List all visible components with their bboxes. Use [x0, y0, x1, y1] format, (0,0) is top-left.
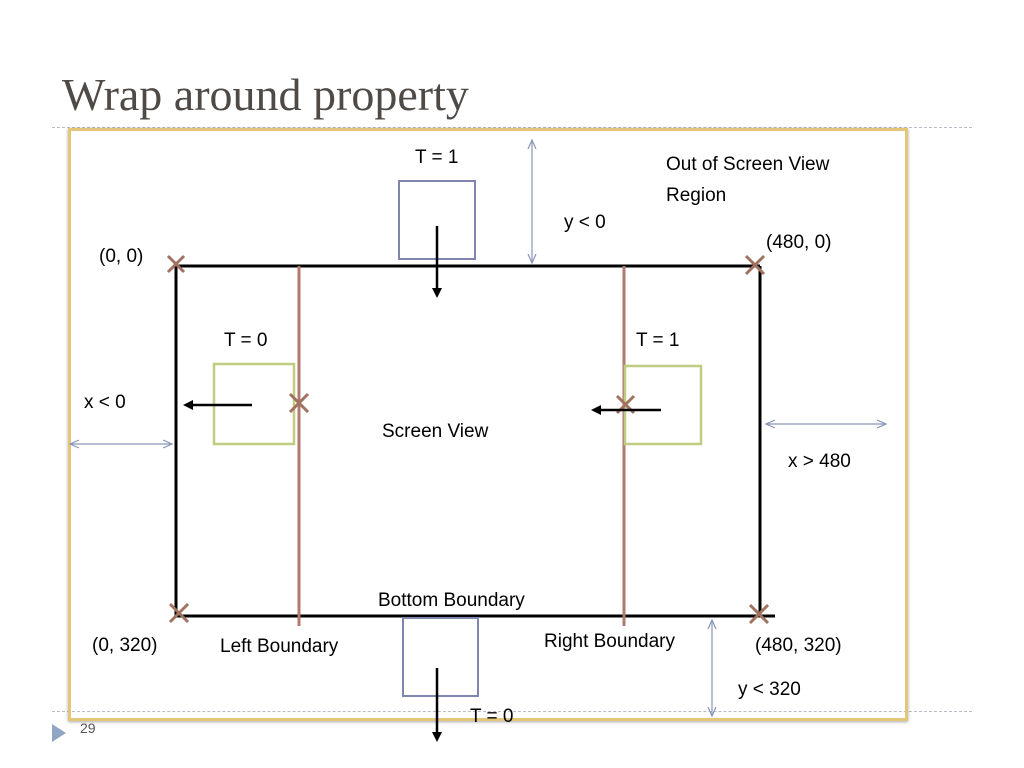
corner-label-top-left: (0, 0) — [99, 246, 144, 267]
corner-marker-top-right — [744, 254, 766, 276]
top-time-label: T = 1 — [415, 147, 459, 168]
left-time-label: T = 0 — [224, 330, 268, 351]
x-left-condition-label: x < 0 — [84, 392, 126, 413]
bottom-sprite-box — [402, 617, 479, 697]
out-of-view-region-frame — [68, 128, 908, 721]
bottom-dashed-guide — [52, 711, 972, 712]
left-boundary-label: Left Boundary — [220, 636, 339, 657]
right-time-label: T = 1 — [636, 330, 680, 351]
corner-marker-bottom-right — [748, 603, 770, 625]
y-top-condition-label: y < 0 — [564, 212, 606, 233]
out-of-view-label-line1: Out of Screen View — [666, 154, 830, 175]
slide-title: Wrap around property — [62, 69, 469, 120]
out-of-view-label-line2: Region — [666, 185, 727, 206]
right-sprite-box — [623, 364, 703, 446]
slide-nav-triangle-icon — [52, 724, 66, 742]
corner-label-bottom-right: (480, 320) — [755, 635, 842, 656]
x-right-condition-label: x > 480 — [788, 451, 851, 472]
bottom-time-label: T = 0 — [470, 706, 514, 727]
y-bottom-condition-label: y < 320 — [738, 679, 801, 700]
top-dashed-guide — [52, 127, 972, 128]
corner-marker-top-left — [166, 254, 186, 274]
bottom-boundary-label: Bottom Boundary — [378, 590, 525, 611]
screen-view-rectangle — [174, 264, 775, 618]
screen-view-label: Screen View — [382, 421, 489, 442]
right-boundary-label: Right Boundary — [544, 631, 675, 652]
left-boundary-marker — [288, 392, 310, 414]
slide-number: 29 — [80, 720, 96, 736]
corner-marker-bottom-left — [168, 602, 190, 624]
corner-label-bottom-left: (0, 320) — [92, 635, 158, 656]
corner-label-top-right: (480, 0) — [766, 232, 832, 253]
